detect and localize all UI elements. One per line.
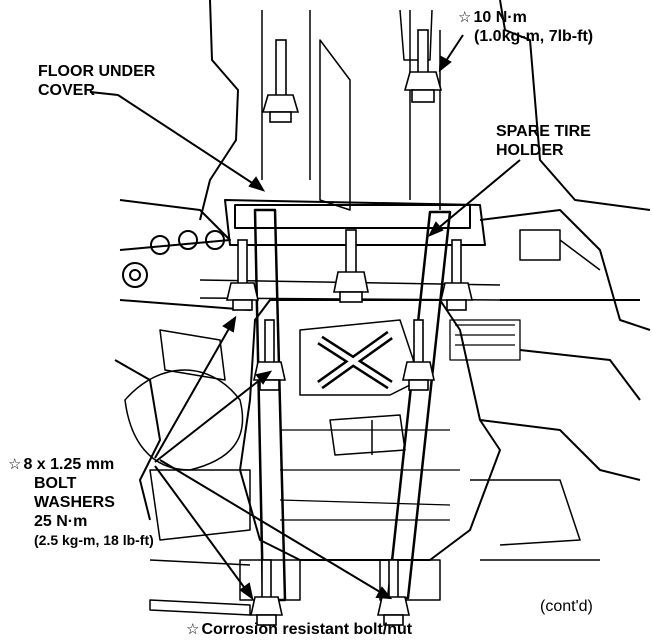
star-icon: ☆ (186, 621, 200, 638)
torque-top-value: 10 N·m (473, 9, 527, 26)
spare-tire-holder-line1: SPARE TIRE (496, 123, 591, 140)
bolt-top-right (403, 29, 443, 103)
washers-label: WASHERS (34, 494, 115, 511)
bolt-torque-units: (2.5 kg-m, 18 lb-ft) (34, 532, 154, 548)
spare-tire-holder-right (386, 210, 452, 600)
footnote: ☆Corrosion resistant bolt/nut (186, 620, 412, 639)
bolt-torque-value: 25 N·m (34, 513, 88, 530)
bolt-spec-callout: ☆8 x 1.25 mm BOLT WASHERS 25 N·m (2.5 kg… (8, 455, 154, 550)
footnote-text: Corrosion resistant bolt/nut (201, 621, 413, 638)
bolt-label: BOLT (34, 475, 77, 492)
bolt-left-upper (225, 239, 260, 311)
bolt-bottom-left (250, 559, 283, 626)
bolt-right-upper (439, 239, 474, 311)
star-icon: ☆ (458, 9, 472, 26)
floor-under-cover-line1: FLOOR UNDER (38, 63, 156, 80)
floor-under-cover-label: FLOOR UNDER COVER (38, 62, 155, 100)
bolt-center (333, 229, 369, 303)
star-icon: ☆ (8, 456, 22, 473)
bolt-right-mid (402, 319, 435, 391)
bolt-size: 8 x 1.25 mm (23, 456, 115, 473)
spare-tire-holder-label: SPARE TIRE HOLDER (496, 122, 591, 160)
cross-member (224, 199, 486, 246)
spare-tire-holder-left (253, 208, 287, 602)
torque-top-units: (1.0kg-m, 7lb-ft) (474, 28, 594, 45)
floor-under-cover-line2: COVER (38, 82, 95, 99)
continued-label: (cont'd) (540, 598, 593, 615)
left-frame (114, 199, 251, 521)
bolt-bottom-right (377, 559, 410, 626)
right-frame (479, 209, 651, 481)
floor-panel (199, 0, 651, 221)
spare-tire-holder-line2: HOLDER (496, 142, 564, 159)
bolt-top-left (261, 39, 300, 123)
torque-callout-top: ☆10 N·m (1.0kg-m, 7lb-ft) (458, 8, 593, 46)
